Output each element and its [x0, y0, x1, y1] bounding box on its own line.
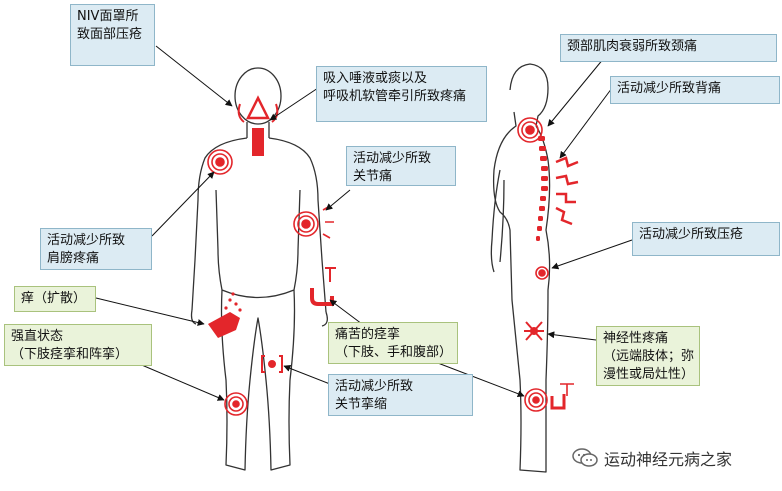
knee-contracture-marker [261, 355, 283, 373]
spine-marker [536, 136, 548, 241]
label-contracture: 活动减少所致 关节挛缩 [328, 374, 473, 416]
label-line: 呼吸机软管牵引所致疼痛 [323, 89, 467, 104]
label-pressure-sore: 活动减少所致压疮 [632, 222, 780, 256]
label-shoulder-pain: 活动减少所致 肩膀疼痛 [40, 228, 152, 270]
back-pain-marker [555, 156, 579, 226]
front-body-outline [190, 67, 328, 471]
leg-cramp-marker [524, 383, 574, 412]
label-line: 活动减少所致 [353, 151, 432, 166]
label-line: 痛苦的痉挛 [335, 327, 401, 342]
label-niv-mask: NIV面罩所 致面部压疮 [70, 4, 155, 66]
label-line: （下肢、手和腹部） [335, 345, 453, 360]
label-itch: 痒（扩散） [14, 286, 96, 312]
elbow-joint-marker [293, 205, 334, 239]
neuropathic-pain-marker [524, 321, 544, 341]
label-line: 吸入唾液或痰以及 [323, 71, 428, 86]
wechat-icon [572, 448, 598, 467]
label-spasticity: 强直状态 （下肢痉挛和阵挛） [4, 324, 152, 366]
itch-hand-marker [208, 292, 242, 338]
pressure-sore-marker [535, 266, 549, 280]
label-line: （下肢痉挛和阵挛） [11, 347, 129, 362]
callout-arrows [95, 45, 633, 401]
label-line: 活动减少所致压疮 [639, 227, 744, 242]
hand-cramp-marker [310, 267, 336, 306]
label-neuropathic-pain: 神经性疼痛 （远端肢体；弥 漫性或局灶性） [596, 326, 700, 386]
label-line: 痒（扩散） [21, 291, 87, 306]
label-line: 活动减少所致背痛 [617, 81, 722, 96]
watermark-text: 运动神经元病之家 [604, 450, 733, 469]
label-line: （远端肢体；弥 [603, 349, 695, 364]
label-line: 致面部压疮 [77, 27, 143, 42]
label-saliva-tube: 吸入唾液或痰以及 呼吸机软管牵引所致疼痛 [316, 66, 487, 122]
label-painful-cramp: 痛苦的痉挛 （下肢、手和腹部） [328, 322, 458, 364]
label-line: 活动减少所致 [47, 233, 126, 248]
label-line: 肩膀疼痛 [47, 251, 100, 266]
label-joint-pain: 活动减少所致 关节痛 [346, 146, 456, 186]
label-back-pain: 活动减少所致背痛 [610, 76, 780, 104]
neck-pain-marker [517, 117, 543, 143]
watermark: 运动神经元病之家 [572, 444, 777, 472]
label-line: 关节挛缩 [335, 397, 388, 412]
leg-spasticity-marker [224, 392, 248, 416]
label-neck-pain: 颈部肌肉衰弱所致颈痛 [560, 34, 777, 62]
label-line: 漫性或局灶性） [603, 367, 695, 382]
label-line: 神经性疼痛 [603, 331, 669, 346]
face-mask-marker [237, 95, 279, 156]
label-line: NIV面罩所 [77, 9, 139, 24]
label-line: 活动减少所致 [335, 379, 414, 394]
label-line: 颈部肌肉衰弱所致颈痛 [567, 39, 698, 54]
label-line: 强直状态 [11, 329, 64, 344]
shoulder-pain-marker [207, 149, 233, 175]
label-line: 关节痛 [353, 169, 393, 184]
side-body-outline [490, 63, 551, 473]
